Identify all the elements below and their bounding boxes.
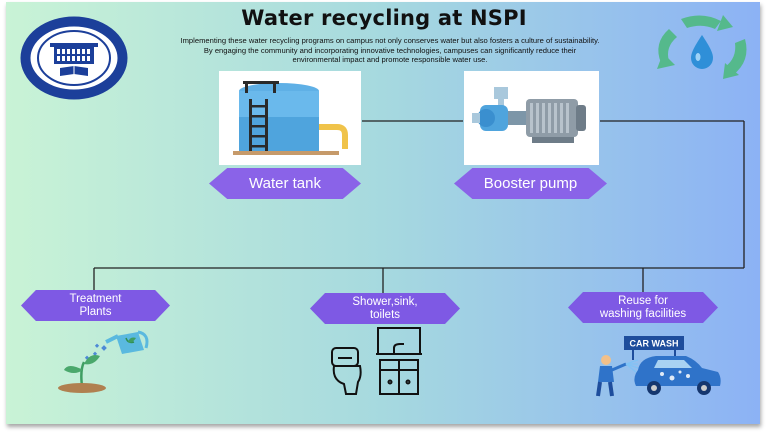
car-wash-sign-text: CAR WASH: [630, 339, 679, 349]
treatment-plants-label: Treatment Plants: [21, 290, 170, 321]
reuse-washing-label: Reuse for washing facilities: [568, 292, 718, 323]
intro-paragraph: Implementing these water recycling progr…: [180, 36, 600, 65]
water-tank-label: Water tank: [209, 168, 361, 199]
nspi-logo: [20, 16, 128, 100]
treatment-plants-label-line2: Plants: [79, 305, 112, 318]
page-title: Water recycling at NSPI: [241, 6, 527, 30]
booster-pump-label: Booster pump: [454, 168, 607, 199]
shower-sink-toilets-label: Shower,sink, toilets: [310, 293, 460, 324]
toilet-sink-icon: [331, 327, 422, 395]
recycle-water-icon: [657, 15, 747, 79]
reuse-label-line2: washing facilities: [599, 307, 687, 320]
reuse-label-line1: Reuse for: [618, 295, 668, 307]
water-tank-card: [219, 71, 361, 165]
booster-pump-card: [464, 71, 599, 165]
water-tank-icon: [233, 81, 348, 155]
treatment-plants-label-line1: Treatment: [69, 293, 122, 305]
shower-label-line1: Shower,sink,: [352, 296, 418, 308]
watering-can-sprout-icon: [58, 330, 149, 393]
booster-pump-icon: [472, 87, 586, 143]
shower-label-line2: toilets: [369, 308, 401, 321]
car-wash-icon: CAR WASH: [596, 336, 721, 397]
